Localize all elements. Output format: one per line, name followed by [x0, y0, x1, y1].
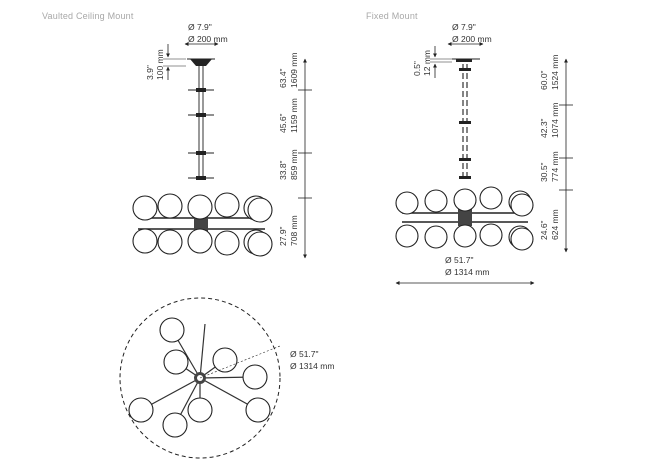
fixed-mount-title: Fixed Mount	[366, 11, 418, 21]
fixed-width-in: Ø 51.7"	[445, 255, 474, 265]
fixed-total-height-mm: 1524 mm	[550, 55, 560, 90]
vaulted-canopy-width-mm: Ø 200 mm	[188, 34, 228, 44]
plan-view: Ø 51.7" Ø 1314 mm	[119, 297, 334, 459]
vaulted-canopy-height-in: 3.9"	[145, 65, 155, 80]
fixed-mount-view: Ø 7.9" Ø 200 mm 0.5" 12 mm 60.0" 1524 mm…	[395, 22, 573, 285]
plan-globes	[128, 317, 271, 438]
vaulted-total-height-in: 63.4"	[278, 68, 288, 88]
fixed-min-height-in: 30.5"	[539, 162, 549, 182]
fixed-mid-height-mm: 1074 mm	[550, 103, 560, 138]
vaulted-mount-view: Ø 7.9" Ø 200 mm 3.9" 100 mm 63.4" 1609 m…	[132, 22, 312, 259]
fixed-canopy-height-in: 0.5"	[412, 61, 422, 76]
fixed-body-height-in: 24.6"	[539, 220, 549, 240]
plan-width-mm: Ø 1314 mm	[290, 361, 334, 371]
vaulted-canopy-width-in: Ø 7.9"	[188, 22, 212, 32]
fixed-total-height-in: 60.0"	[539, 70, 549, 90]
vaulted-body-height-in: 27.9"	[278, 226, 288, 246]
vaulted-mid-height-mm: 1159 mm	[289, 98, 299, 133]
fixed-canopy-width-mm: Ø 200 mm	[452, 34, 492, 44]
fixed-body-height-mm: 624 mm	[550, 209, 560, 240]
vaulted-min-height-in: 33.8"	[278, 160, 288, 180]
fixed-mid-height-in: 42.3"	[539, 118, 549, 138]
fixed-min-height-mm: 774 mm	[550, 151, 560, 182]
vaulted-mount-title: Vaulted Ceiling Mount	[42, 11, 134, 21]
vaulted-min-height-mm: 859 mm	[289, 149, 299, 180]
vaulted-canopy-height-mm: 100 mm	[155, 49, 165, 80]
vaulted-body-height-mm: 708 mm	[289, 215, 299, 246]
fixed-globes	[395, 186, 534, 251]
vaulted-globes	[132, 192, 273, 257]
plan-width-in: Ø 51.7"	[290, 349, 319, 359]
fixed-canopy-height-mm: 12 mm	[422, 50, 432, 76]
fixed-canopy-width-in: Ø 7.9"	[452, 22, 476, 32]
vaulted-total-height-mm: 1609 mm	[289, 53, 299, 88]
vaulted-mid-height-in: 45.6"	[278, 113, 288, 133]
fixed-width-mm: Ø 1314 mm	[445, 267, 489, 277]
